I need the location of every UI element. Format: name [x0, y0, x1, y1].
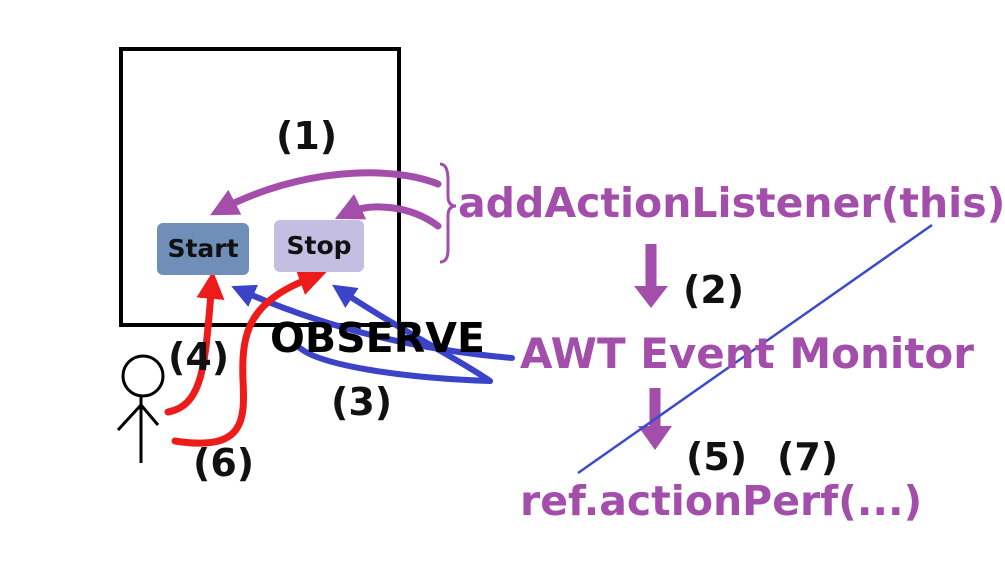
observe-arrow-start — [231, 284, 515, 361]
observe-arrow-stop — [332, 284, 493, 384]
step-2-label: (2) — [683, 268, 745, 312]
stop-button[interactable]: Stop — [274, 220, 364, 272]
user-stick-figure — [116, 354, 165, 463]
step-7-label: (7) — [777, 435, 839, 479]
observe-label: OBSERVE — [270, 314, 485, 362]
step-3-label: (3) — [331, 380, 393, 424]
step-1-label: (1) — [276, 114, 338, 158]
click-arrow-start — [164, 270, 225, 416]
step-6-label: (6) — [193, 441, 255, 485]
action-performed-label: ref.actionPerf(...) — [520, 477, 923, 525]
click-arrow-stop — [171, 268, 327, 447]
down-arrow-head-2 — [634, 286, 668, 308]
step-4-label: (4) — [168, 335, 230, 379]
start-button[interactable]: Start — [157, 223, 249, 275]
application-window-frame — [119, 47, 401, 327]
register-arrow-stop — [334, 194, 442, 230]
step-5-label: (5) — [686, 435, 748, 479]
observe-arrow-lower — [297, 345, 493, 384]
down-arrow-head-5 — [638, 426, 672, 450]
listener-brace — [439, 162, 457, 264]
strike-through-line — [577, 223, 933, 475]
awt-event-monitor-label: AWT Event Monitor — [520, 329, 974, 378]
add-action-listener-label: addActionListener(this); — [458, 179, 1005, 227]
register-arrow-start — [210, 169, 442, 216]
